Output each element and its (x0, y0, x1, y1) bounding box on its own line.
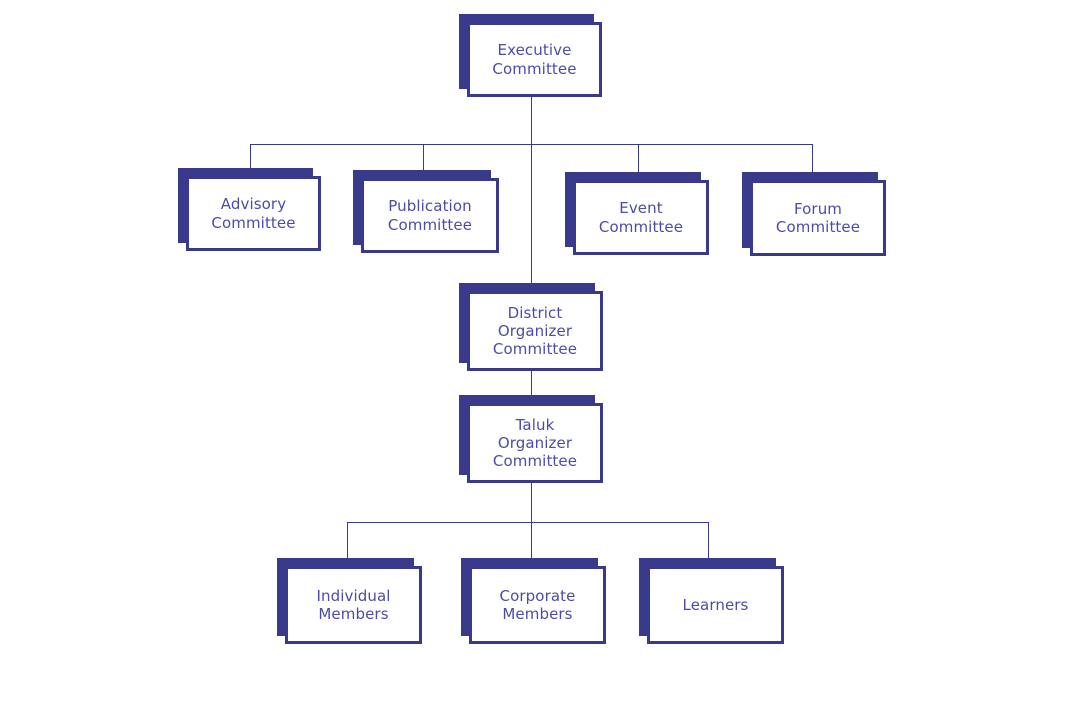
connector-drop-forum (812, 144, 813, 175)
node-corporate-members[interactable]: Corporate Members (461, 558, 606, 644)
connector-drop-event (638, 144, 639, 175)
node-face: District Organizer Committee (467, 291, 603, 371)
connector-taluk-stem (531, 482, 532, 566)
node-advisory-committee[interactable]: Advisory Committee (178, 168, 321, 251)
node-label: District Organizer Committee (492, 303, 578, 359)
node-face: Individual Members (285, 566, 422, 644)
node-individual-members[interactable]: Individual Members (277, 558, 422, 644)
node-taluk-organizer-committee[interactable]: Taluk Organizer Committee (459, 395, 603, 483)
node-label: Corporate Members (499, 586, 576, 623)
node-label: Advisory Committee (211, 195, 296, 232)
node-face: Taluk Organizer Committee (467, 403, 603, 483)
connector-drop-learners (708, 522, 709, 566)
node-face: Corporate Members (469, 566, 606, 644)
node-label: Learners (682, 595, 749, 614)
connector-trunk-executive-to-district (531, 96, 532, 283)
connector-drop-individual-members (347, 522, 348, 566)
connector-district-to-taluk (531, 370, 532, 402)
connector-drop-advisory (250, 144, 251, 175)
node-learners[interactable]: Learners (639, 558, 784, 644)
connector-drop-publication (423, 144, 424, 175)
node-label: Taluk Organizer Committee (492, 415, 578, 471)
node-label: Event Committee (598, 199, 684, 236)
node-executive-committee[interactable]: Executive Committee (459, 14, 602, 97)
node-face: Event Committee (573, 180, 709, 255)
node-label: Individual Members (316, 586, 391, 623)
node-label: Publication Committee (387, 197, 473, 234)
node-face: Advisory Committee (186, 176, 321, 251)
node-face: Learners (647, 566, 784, 644)
node-publication-committee[interactable]: Publication Committee (353, 170, 499, 253)
node-face: Forum Committee (750, 180, 886, 256)
connector-bus-level5 (347, 522, 708, 523)
node-label: Forum Committee (775, 199, 861, 236)
node-face: Publication Committee (361, 178, 499, 253)
node-event-committee[interactable]: Event Committee (565, 172, 709, 255)
node-label: Executive Committee (492, 41, 577, 78)
node-forum-committee[interactable]: Forum Committee (742, 172, 886, 256)
node-face: Executive Committee (467, 22, 602, 97)
connector-bus-level2 (250, 144, 812, 145)
node-district-organizer-committee[interactable]: District Organizer Committee (459, 283, 603, 371)
